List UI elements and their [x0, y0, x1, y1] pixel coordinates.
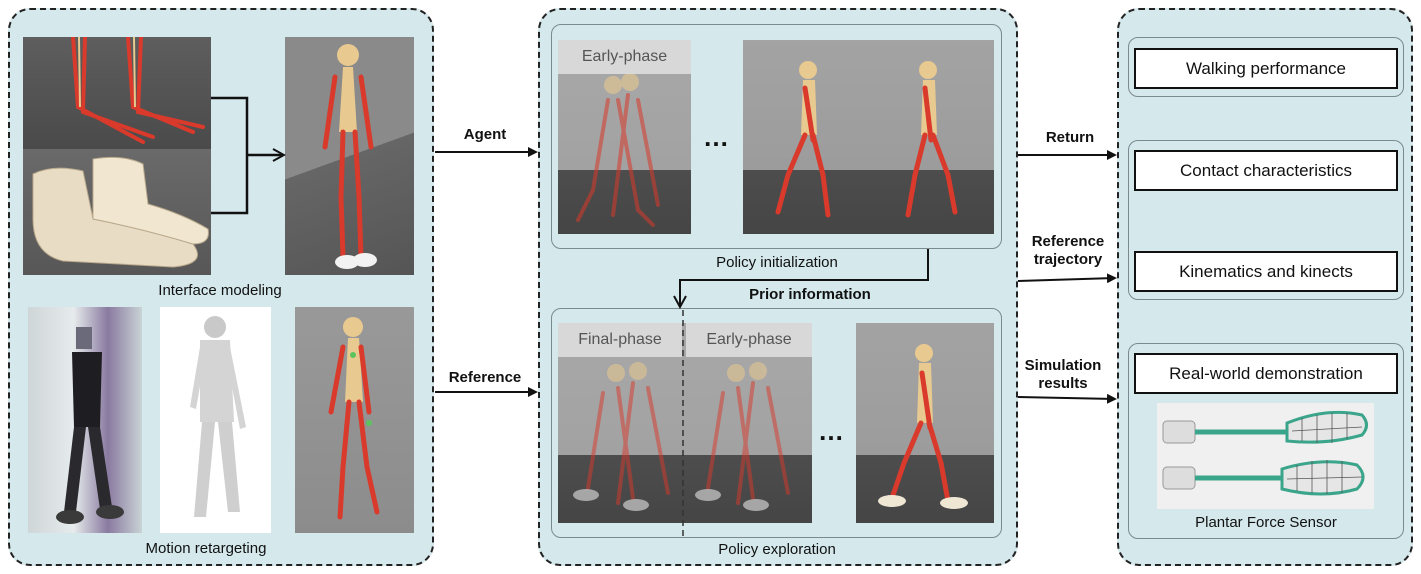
smpl-body-model-image [160, 307, 271, 533]
reference-label: Reference [448, 369, 522, 386]
contact-characteristics-box: Contact characteristics [1134, 150, 1398, 191]
walking-sim-image [743, 40, 994, 234]
plantar-force-sensor-caption: Plantar Force Sensor [1195, 514, 1337, 531]
plantar-sensor-image [1157, 403, 1374, 509]
walking-performance-box: Walking performance [1134, 48, 1398, 89]
early-phase-label: Early-phase [558, 40, 691, 74]
return-label: Return [1045, 129, 1095, 146]
human-photo-image [28, 307, 142, 533]
exploration-ellipsis: … [818, 416, 846, 446]
prior-information-label: Prior information [749, 286, 871, 303]
skeleton-with-shoes-image [285, 37, 414, 275]
muscle-feet-image [23, 37, 211, 149]
motion-retargeting-caption: Motion retargeting [145, 540, 267, 557]
init-ellipsis: … [703, 122, 731, 152]
policy-exploration-caption: Policy exploration [718, 541, 836, 558]
simulation-results-label: Simulation results [1024, 357, 1102, 392]
interface-modeling-caption: Interface modeling [158, 282, 282, 299]
retargeted-skeleton-image [295, 307, 414, 533]
agent-label: Agent [463, 126, 507, 143]
exploration-early-phase-label: Early-phase [686, 323, 812, 357]
real-world-demonstration-box: Real-world demonstration [1134, 353, 1398, 394]
kinematics-kinetics-box: Kinematics and kinects [1134, 251, 1398, 292]
final-walking-sim-image [856, 323, 994, 523]
policy-initialization-caption: Policy initialization [716, 254, 838, 271]
shoe-model-image [23, 149, 211, 275]
final-phase-label: Final-phase [558, 323, 682, 357]
reference-trajectory-label: Reference trajectory [1031, 233, 1105, 268]
